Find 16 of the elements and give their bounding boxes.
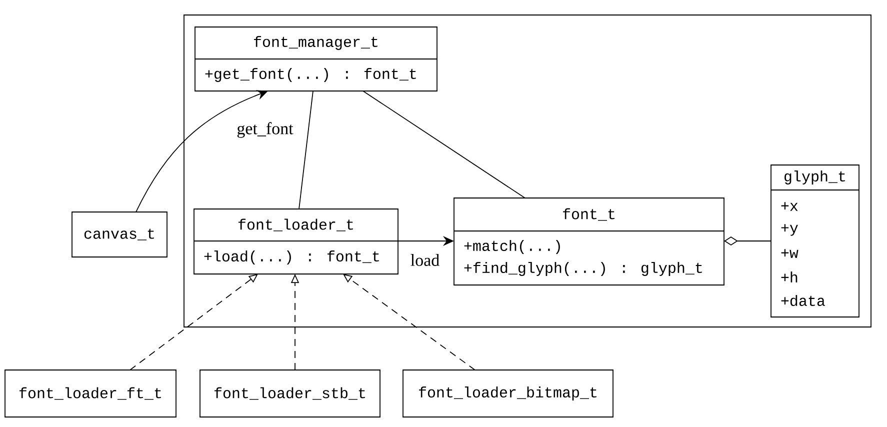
- class-box: font_loader_t +load(...) : font_t: [194, 208, 398, 274]
- class-box: font_loader_stb_t: [200, 370, 380, 418]
- connector-line: [298, 90, 314, 210]
- class-box: glyph_t +x +y +w +h +data: [770, 164, 860, 318]
- frame-box: [184, 14, 872, 328]
- class-box: canvas_t: [72, 212, 168, 258]
- class-box: font_t +match(...) +find_glyph(...) : glyph_t: [454, 198, 724, 286]
- edge-label: load: [409, 253, 441, 267]
- class-box: font_manager_t +get_font(...) : font_t: [194, 26, 438, 92]
- aggregation-line: [724, 236, 772, 246]
- connector-line: [362, 90, 526, 198]
- class-box: font_loader_ft_t: [4, 370, 176, 418]
- class-box: font_loader_bitmap_t: [402, 370, 614, 418]
- edge-label: get_font: [236, 121, 294, 139]
- dashed-arrow: [343, 274, 476, 370]
- dashed-arrow: [130, 274, 258, 370]
